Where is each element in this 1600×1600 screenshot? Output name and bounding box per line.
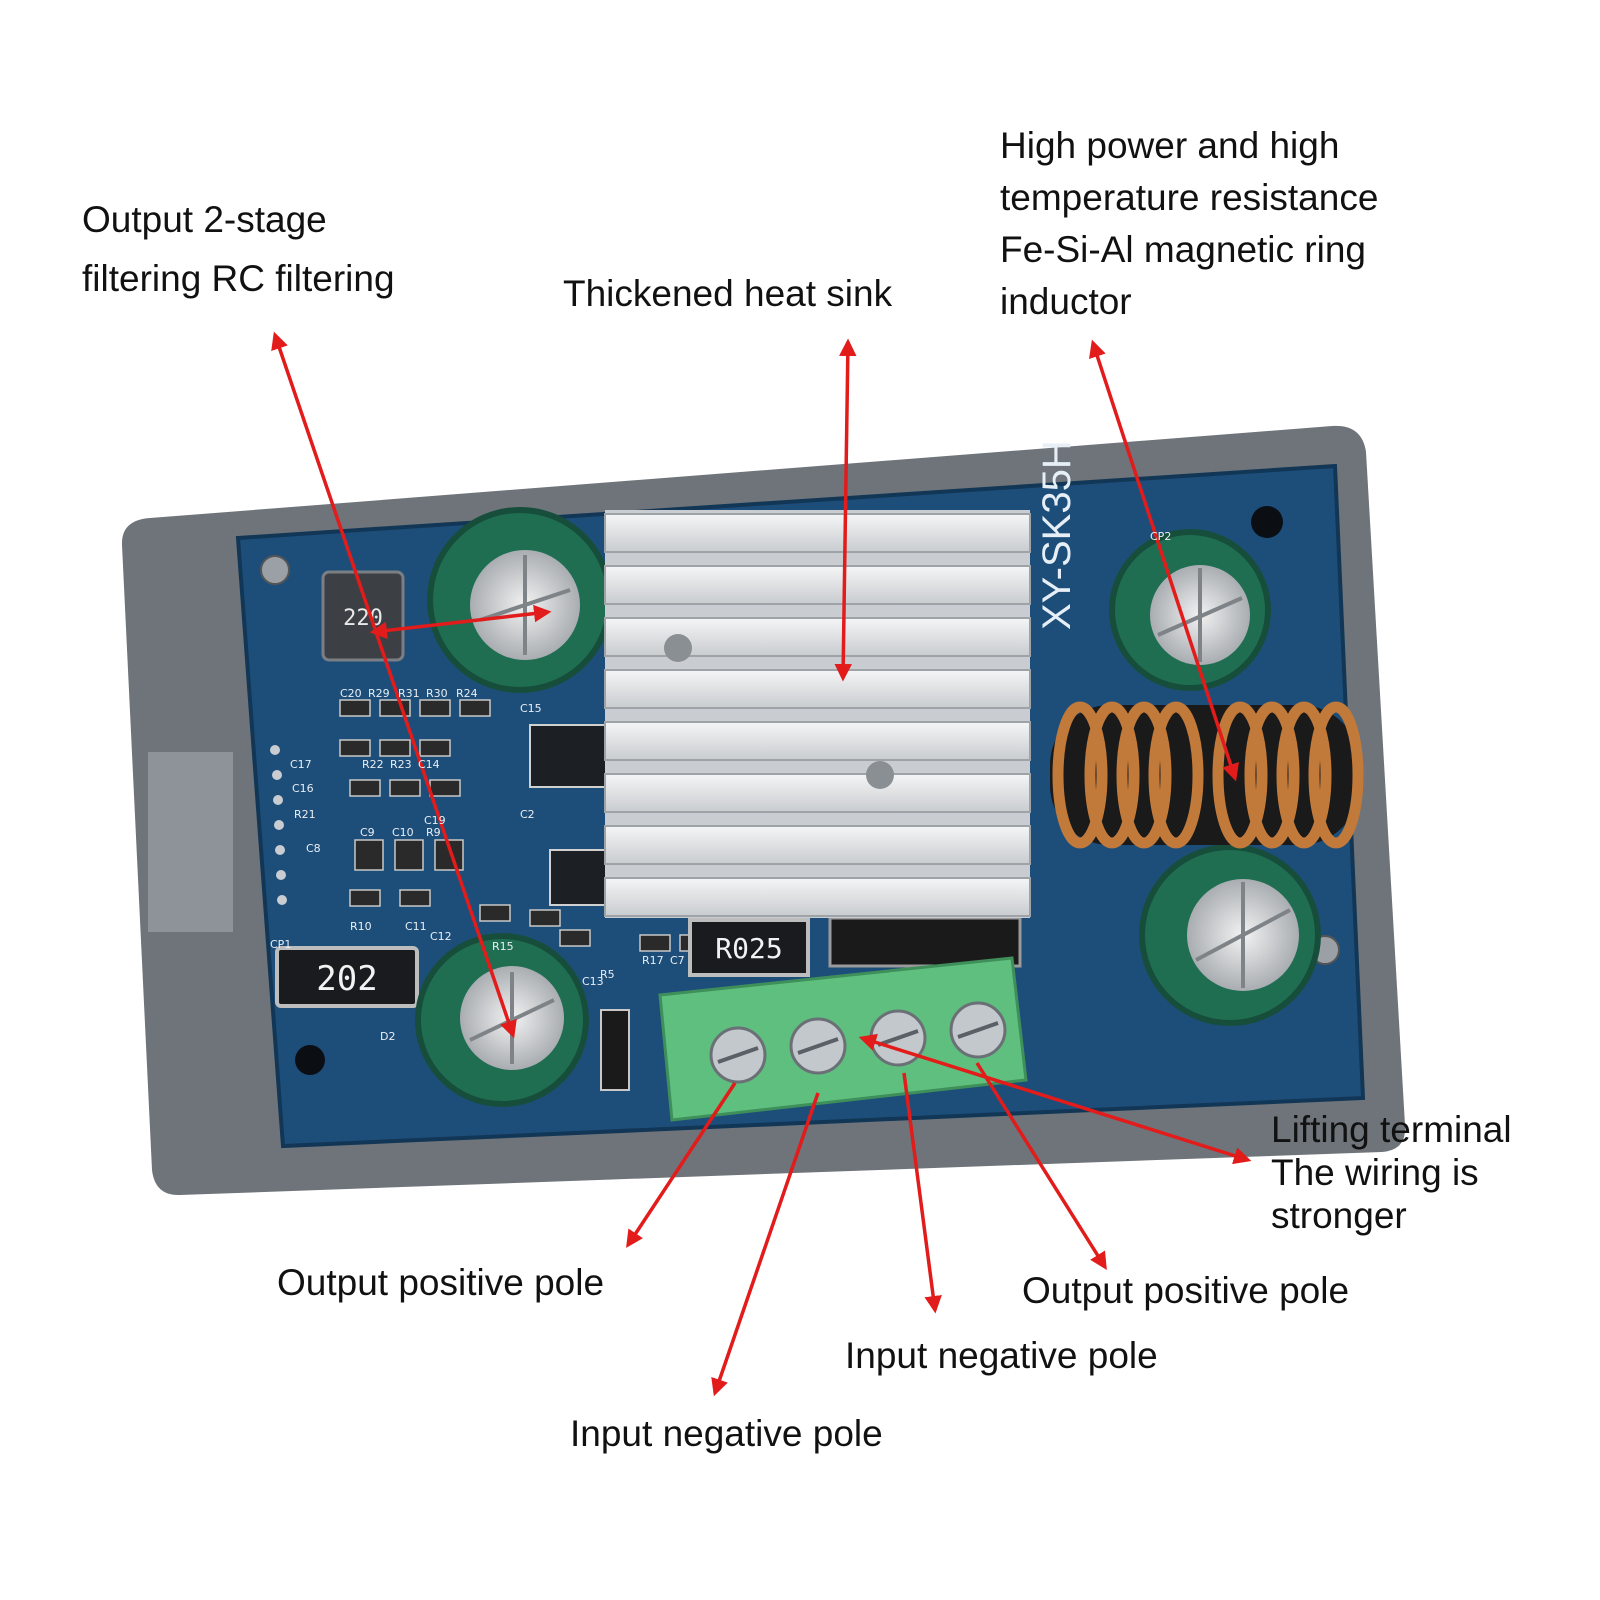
mounting-hole <box>295 1045 325 1075</box>
callout-output-positive-right: Output positive pole <box>1022 1270 1350 1311</box>
callout-arrows <box>271 331 1252 1397</box>
callout-inductor-line-3: Fe-Si-Al magnetic ring <box>1000 229 1367 270</box>
callout-inductor-line-2: temperature resistance <box>1000 177 1379 218</box>
callout-lifting-terminal: Lifting terminal The wiring is stronger <box>1271 1108 1512 1237</box>
callout-inductor-line-4: inductor <box>1000 281 1132 322</box>
shunt-resistor-label: R025 <box>715 932 782 965</box>
arrow-input-negative-low <box>711 1092 820 1397</box>
callout-lifting-terminal-line-3: stronger <box>1271 1195 1407 1236</box>
callout-output-positive-left: Output positive pole <box>277 1262 605 1303</box>
resistor-202-label: 202 <box>316 959 377 999</box>
arrow-inductor <box>1089 339 1239 782</box>
shunt-resistor: R025 <box>688 918 810 977</box>
callout-input-negative-low: Input negative pole <box>570 1413 883 1454</box>
screw <box>260 555 290 585</box>
arrow-filtering <box>271 331 517 1039</box>
side-clip <box>148 752 233 932</box>
callout-lifting-terminal-line-1: Lifting terminal <box>1271 1109 1512 1150</box>
callout-filtering-line-1: Output 2-stage <box>82 199 327 240</box>
mounting-hole <box>1251 506 1283 538</box>
toroid-inductor <box>1050 701 1364 849</box>
diode <box>600 1009 630 1091</box>
capacitor-top-left <box>427 507 613 693</box>
capacitor-bottom-left <box>415 933 589 1107</box>
capacitor-bottom-right <box>1139 844 1321 1026</box>
callout-inductor-line-1: High power and high <box>1000 125 1340 166</box>
heat-sink <box>604 510 1031 918</box>
arrow-lifting-terminal <box>858 1033 1252 1165</box>
arrow-input-negative-mid <box>902 1072 942 1314</box>
resistor-202: 202 <box>275 946 419 1008</box>
arrow-heat-sink <box>834 338 857 682</box>
callout-input-negative-mid: Input negative pole <box>845 1335 1158 1376</box>
capacitor-top-right <box>1109 529 1271 691</box>
callout-filtering: Output 2-stage filtering RC filtering <box>82 190 395 308</box>
model-label: XY-SK35H <box>1035 440 1079 630</box>
small-inductor-label: 220 <box>343 606 383 631</box>
callout-lifting-terminal-line-2: The wiring is <box>1271 1152 1479 1193</box>
callout-inductor: High power and high temperature resistan… <box>1000 120 1378 328</box>
callout-heat-sink: Thickened heat sink <box>563 273 893 314</box>
small-inductor: 220 <box>321 570 405 662</box>
arrow-output-positive-right <box>975 1062 1107 1270</box>
arrow-output-positive-left <box>626 1082 737 1248</box>
arrow-filter-inductor <box>369 604 552 640</box>
callout-filtering-line-2: filtering RC filtering <box>82 258 395 299</box>
